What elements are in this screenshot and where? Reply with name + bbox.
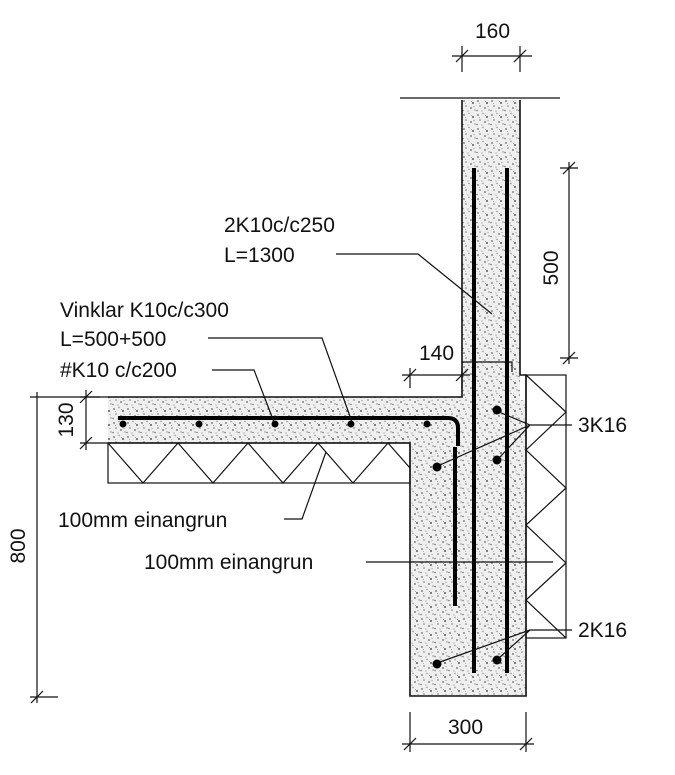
label-slab-mesh: #K10 c/c200 xyxy=(60,359,177,382)
leader-lines xyxy=(208,253,572,663)
dim-footing-width: 300 xyxy=(448,716,483,739)
label-insulation-outside-wall: 100mm einangrun xyxy=(144,551,313,574)
slab-mesh-dots xyxy=(119,420,431,428)
label-vertical-bars-length: L=1300 xyxy=(224,244,295,267)
label-longitudinal-lower: 2K16 xyxy=(578,619,627,642)
dim-wall-top-width: 160 xyxy=(475,20,510,43)
dim-slab-overlap: 140 xyxy=(419,342,454,365)
dimension-lines xyxy=(30,46,578,752)
label-angle-bars: Vinklar K10c/c300 xyxy=(60,299,229,322)
label-insulation-under-slab: 100mm einangrun xyxy=(58,509,227,532)
label-vertical-bars: 2K10c/c250 xyxy=(224,214,335,237)
dim-wall-rebar-length: 500 xyxy=(540,250,563,285)
angle-bar xyxy=(118,416,460,446)
reinforcement xyxy=(118,168,509,673)
insulation-outside-wall xyxy=(525,374,567,639)
concrete-sections xyxy=(108,100,527,697)
dim-footing-height: 800 xyxy=(7,528,30,563)
insulation-under-slab xyxy=(107,442,411,484)
label-longitudinal-upper: 3K16 xyxy=(578,414,627,437)
wall-concrete xyxy=(462,100,520,400)
label-angle-bars-length: L=500+500 xyxy=(60,328,166,351)
dim-slab-thickness: 130 xyxy=(55,402,78,437)
